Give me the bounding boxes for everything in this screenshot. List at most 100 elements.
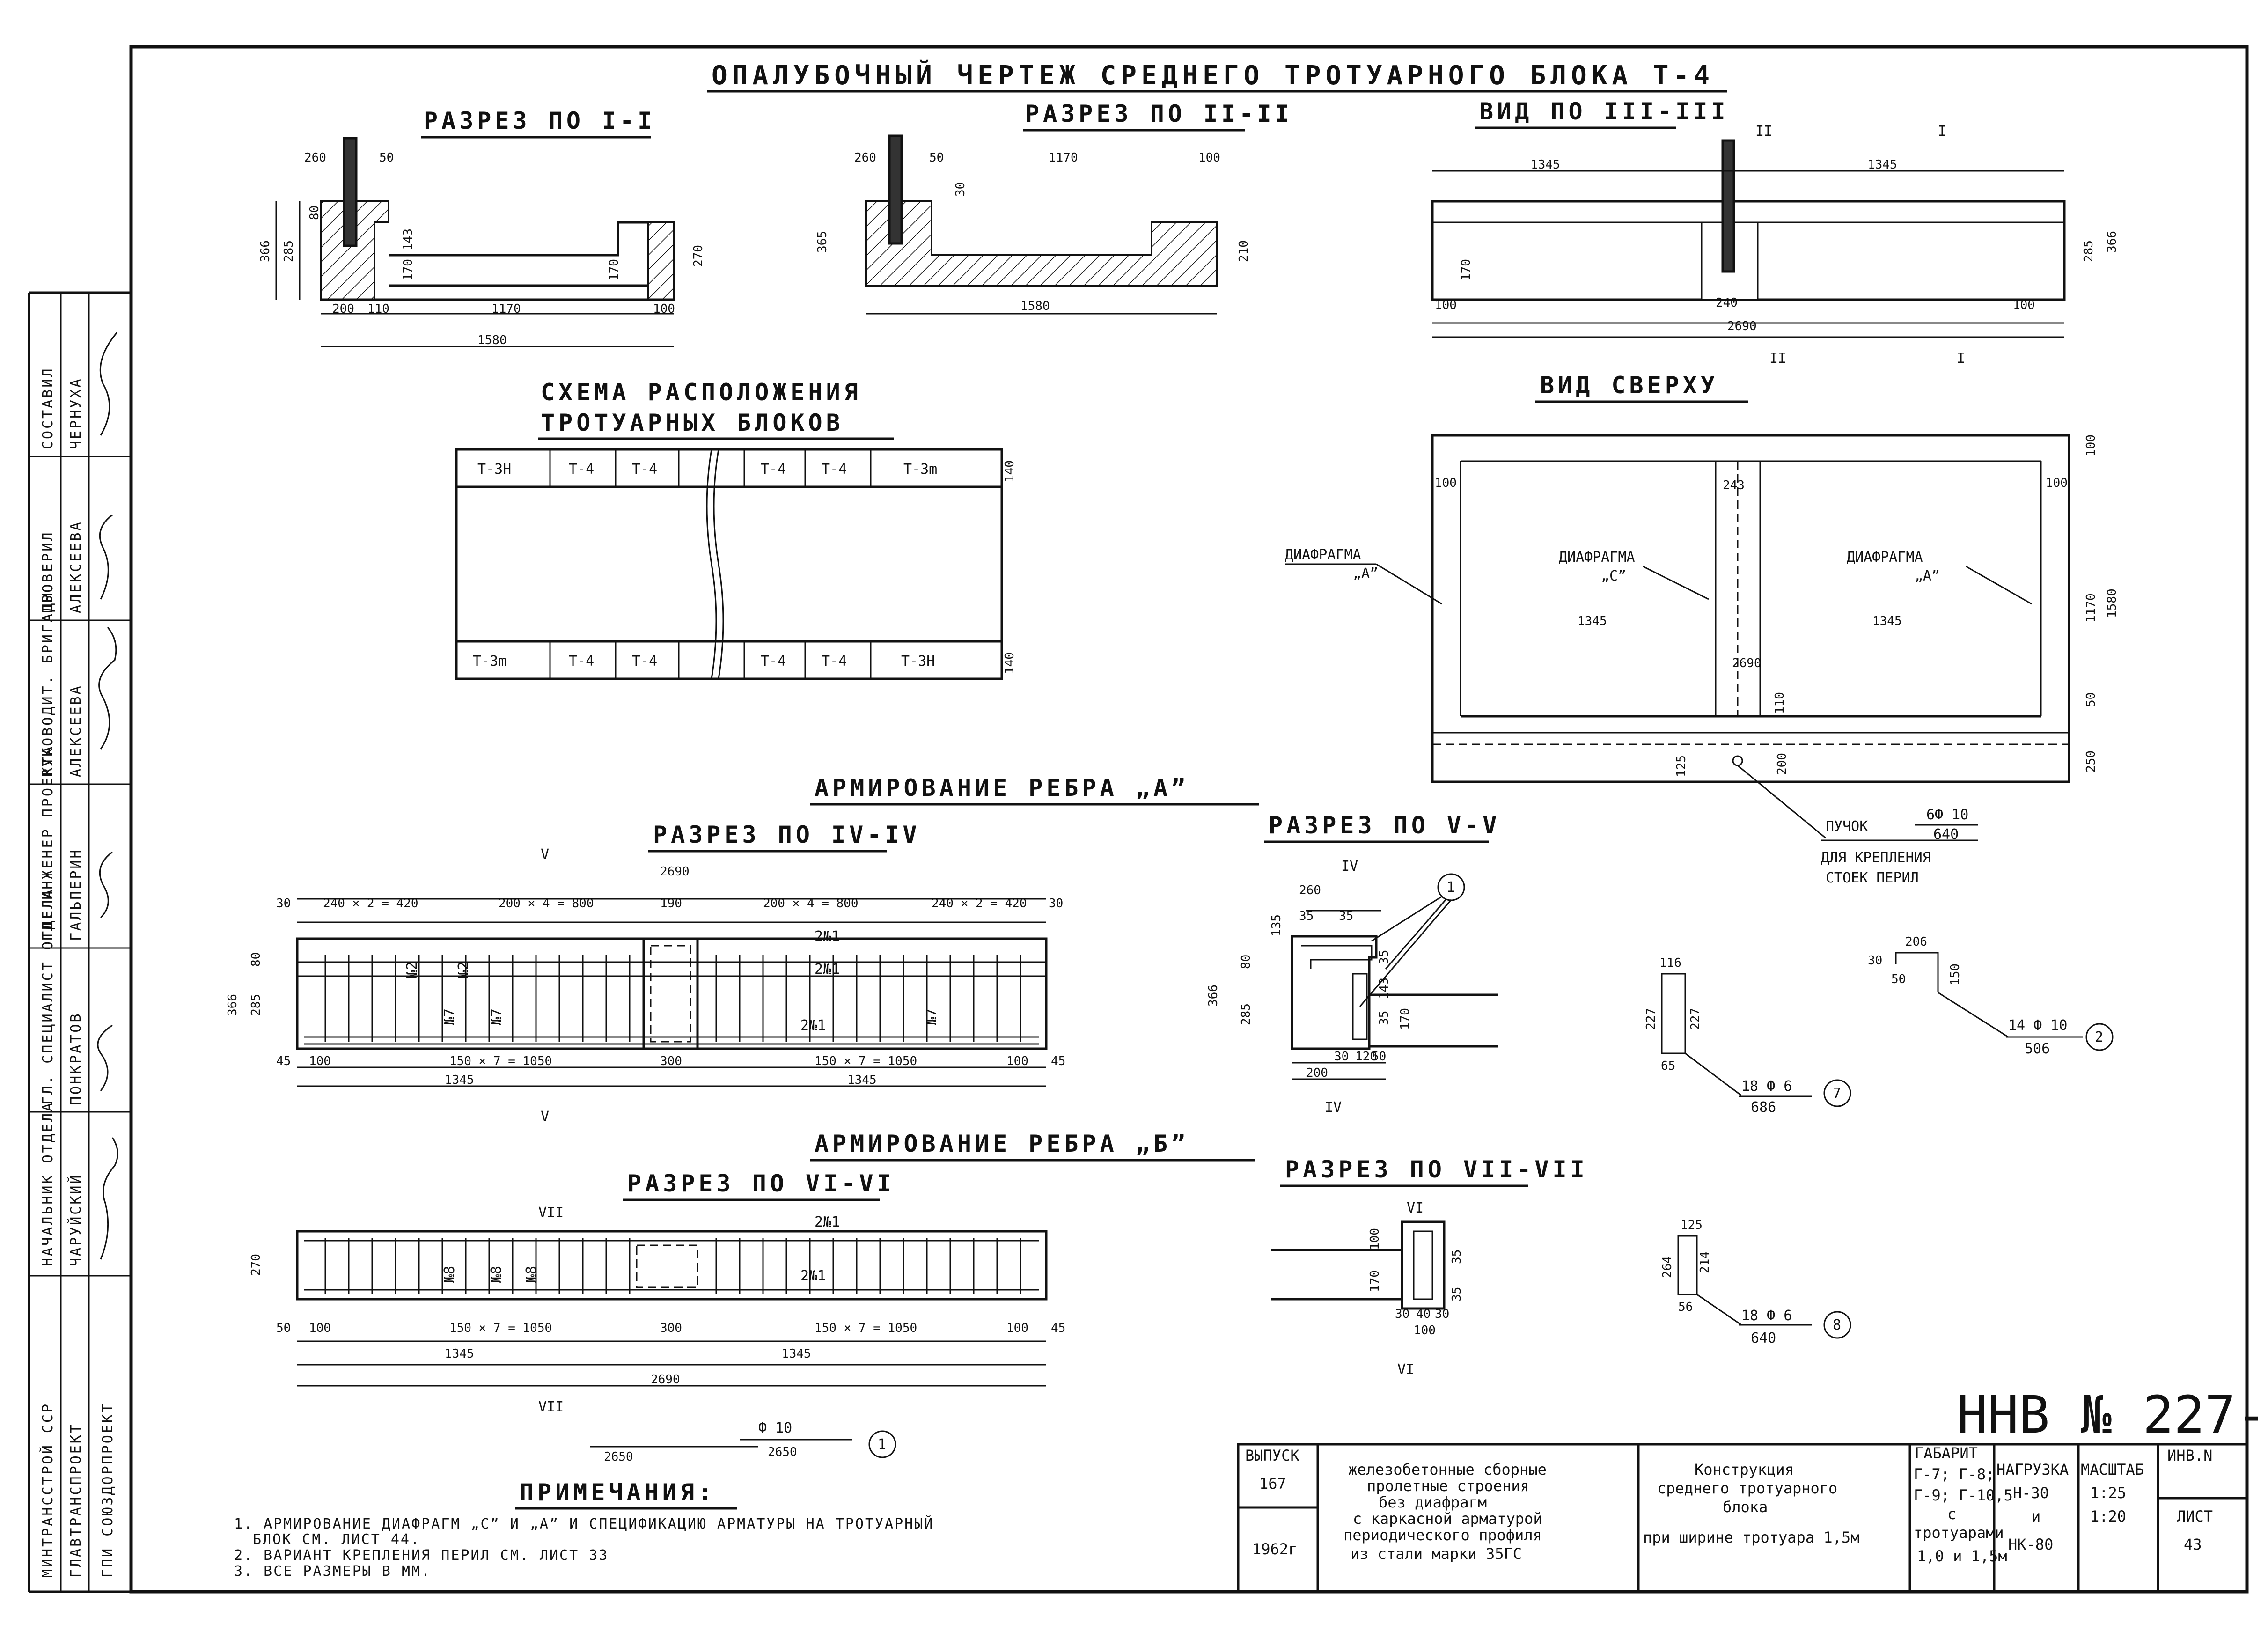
section-7-7-title: РАЗРЕЗ ПО VII-VII bbox=[1285, 1156, 1588, 1183]
dim: 40 bbox=[1416, 1307, 1431, 1321]
dim: 56 bbox=[1678, 1300, 1693, 1314]
dim: 210 bbox=[1237, 240, 1251, 262]
tb-name: среднего тротуарного bbox=[1657, 1479, 1837, 1497]
top-view: ВИД СВЕРХУ ДИАФРАГМА „А” ДИАФРАГМА „С” Д… bbox=[1285, 372, 2119, 886]
tb-gabarit: 1,0 и 1,5м bbox=[1917, 1547, 2007, 1565]
tb-gabarit: Г-7; Г-8; bbox=[1914, 1465, 1995, 1483]
sidebar-name-3: АЛЕКСЕЕВА bbox=[68, 684, 84, 777]
tb-desc: периодического профиля bbox=[1343, 1526, 1542, 1544]
dim: 35 bbox=[1299, 909, 1314, 923]
dim: 240 bbox=[1716, 296, 1738, 310]
dim: 227 bbox=[1688, 1008, 1703, 1030]
reinforcement-a-title: АРМИРОВАНИЕ РЕБРА „А” bbox=[815, 774, 1189, 801]
dim: 260 bbox=[304, 151, 326, 165]
dim: 1345 bbox=[1578, 614, 1607, 628]
tb-scale: 1:25 bbox=[2090, 1484, 2126, 1502]
sidebar-role-3: РУКОВОДИТ. БРИГАДЫ bbox=[40, 591, 56, 777]
dim: 150 bbox=[1948, 963, 1962, 985]
dim: 80 bbox=[308, 206, 322, 220]
section-1-1-title: РАЗРЕЗ ПО I-I bbox=[424, 107, 655, 134]
dim: 150 × 7 = 1050 bbox=[815, 1054, 917, 1068]
dim: 240 × 2 = 420 bbox=[932, 897, 1027, 911]
sidebar-org3: ГПИ СОЮЗДОРПРОЕКТ bbox=[100, 1402, 116, 1578]
puchok-note-1: ДЛЯ КРЕПЛЕНИЯ bbox=[1821, 850, 1931, 866]
dim: 366 bbox=[226, 994, 240, 1016]
layout-scheme: СХЕМА РАСПОЛОЖЕНИЯ ТРОТУАРНЫХ БЛОКОВ Т-3… bbox=[455, 379, 1017, 680]
dim: 200 × 4 = 800 bbox=[763, 897, 859, 911]
dim: 285 bbox=[2082, 240, 2096, 262]
dim: 1345 bbox=[445, 1073, 474, 1087]
bar-label: 2№1 bbox=[800, 1268, 826, 1284]
dim: 100 bbox=[1414, 1323, 1436, 1338]
cut-mark: IV bbox=[1325, 1099, 1342, 1116]
tb-name: Конструкция bbox=[1695, 1461, 1794, 1478]
tb-vypusk: 167 bbox=[1259, 1475, 1286, 1492]
block-label: Т-4 bbox=[822, 461, 847, 478]
dim: 366 bbox=[258, 240, 272, 262]
cut-mark: V bbox=[541, 846, 549, 863]
dim: 30 bbox=[1395, 1307, 1409, 1321]
bar-label: №8 bbox=[488, 1266, 505, 1283]
sidebar-name-5: ЧЕРНУХА bbox=[68, 377, 84, 449]
cut-mark: II bbox=[1755, 123, 1772, 140]
dim: 243 bbox=[1723, 478, 1745, 493]
block-label: Т-4 bbox=[569, 653, 594, 669]
tb-inv-label: ИНВ.N bbox=[2167, 1447, 2212, 1464]
position-marker bbox=[1823, 1079, 1851, 1107]
dim: 100 bbox=[1006, 1054, 1028, 1068]
section-2-2: РАЗРЕЗ ПО II-II 260 50 1170 100 365 30 2… bbox=[815, 100, 1293, 315]
diaphragm-label: ДИАФРАГМА bbox=[1559, 549, 1635, 566]
tb-desc: пролетные строения bbox=[1367, 1477, 1529, 1495]
section-2-2-title: РАЗРЕЗ ПО II-II bbox=[1025, 100, 1293, 127]
dim: 1170 bbox=[1049, 151, 1078, 165]
bar-spec: 18 Ф 6 bbox=[1741, 1078, 1792, 1095]
section-7-7: РАЗРЕЗ ПО VII-VII 100 170 35 35 30 40 30… bbox=[1271, 1156, 1588, 1378]
dim: 100 bbox=[309, 1321, 331, 1335]
block-label: Т-3m bbox=[473, 653, 506, 669]
cut-mark: VII bbox=[538, 1399, 564, 1415]
dim: 366 bbox=[2105, 231, 2119, 253]
reinforcement-b-title: АРМИРОВАНИЕ РЕБРА „Б” bbox=[815, 1130, 1189, 1157]
block-label: Т-3Н bbox=[901, 653, 935, 669]
dim: 1580 bbox=[2105, 588, 2119, 618]
dim: 2690 bbox=[651, 1373, 680, 1387]
block-label: Т-4 bbox=[761, 461, 786, 478]
dim: 1345 bbox=[847, 1073, 877, 1087]
note-1a: 1. АРМИРОВАНИЕ ДИАФРАГМ „С” И „А” И СПЕЦ… bbox=[234, 1515, 934, 1532]
bar-label: №7 bbox=[488, 1008, 505, 1025]
tb-load: НК-80 bbox=[2008, 1536, 2053, 1553]
bar-label: №8 bbox=[523, 1266, 540, 1283]
dim: 100 bbox=[2084, 434, 2098, 456]
bar-label: 2№1 bbox=[815, 1214, 840, 1230]
tb-desc: железобетонные сборные bbox=[1348, 1461, 1547, 1478]
bar-shapes: 116 227 227 65 18 Ф 6 686 7 30 206 50 15… bbox=[590, 935, 2114, 1464]
sidebar-role-1: ГЛ. СПЕЦИАЛИСТ ОТДЕЛА bbox=[40, 888, 56, 1105]
dim: 100 bbox=[653, 302, 675, 316]
dim: 110 bbox=[367, 302, 389, 316]
position-marker bbox=[868, 1430, 896, 1458]
dim: 50 bbox=[2084, 692, 2098, 707]
sidebar-name-2: ГАЛЬПЕРИН bbox=[68, 848, 84, 941]
bar-label: 2№1 bbox=[815, 961, 840, 978]
bar-label: №8 bbox=[441, 1266, 458, 1283]
dim: 100 bbox=[1435, 298, 1457, 312]
sidebar-role-0: НАЧАЛЬНИК ОТДЕЛА bbox=[40, 1101, 56, 1266]
dim: 143 bbox=[1377, 978, 1391, 1000]
dim: 170 bbox=[607, 259, 621, 281]
view-3-3: ВИД ПО III-III 1345 1345 240 100 100 269… bbox=[1431, 98, 2119, 367]
dim: 30 bbox=[1868, 954, 1882, 968]
position-number: 1 bbox=[1446, 879, 1455, 896]
dim: 2690 bbox=[1732, 656, 1762, 670]
sidebar-role-5: СОСТАВИЛ bbox=[40, 367, 56, 450]
dim: 65 bbox=[1661, 1059, 1675, 1073]
dim: 30 bbox=[1334, 1050, 1349, 1064]
reinforcement-a: АРМИРОВАНИЕ РЕБРА „А” РАЗРЕЗ ПО IV-IV bbox=[226, 774, 1259, 1125]
bar-spec: Ф 10 bbox=[758, 1420, 792, 1436]
dim: 80 bbox=[249, 952, 263, 967]
bar-len: 686 bbox=[1751, 1099, 1776, 1116]
dim: 2650 bbox=[768, 1445, 797, 1459]
bar-label: №2 bbox=[404, 962, 420, 978]
tb-gabarit-label: ГАБАРИТ bbox=[1915, 1444, 1978, 1462]
dim: 170 bbox=[401, 259, 415, 281]
